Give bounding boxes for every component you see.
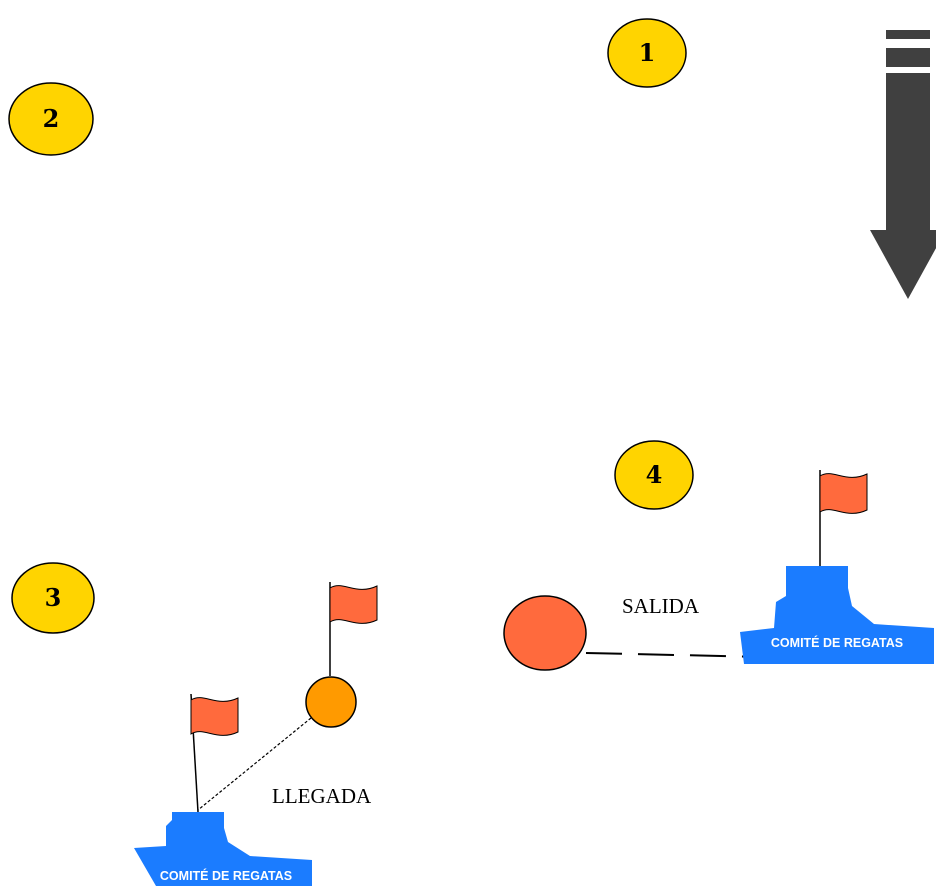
course-mark-2: 2	[8, 82, 94, 156]
start-line: SALIDA	[503, 594, 767, 671]
committee-boat-icon	[134, 812, 312, 886]
mark-3-label: 3	[45, 583, 62, 612]
committee-boat-finish: COMITÉ DE REGATAS	[134, 693, 312, 886]
course-mark-3: 3	[11, 562, 95, 634]
flag-icon	[329, 585, 378, 624]
flag-icon	[819, 473, 868, 514]
start-line-dash	[585, 652, 767, 658]
committee-boat-label: COMITÉ DE REGATAS	[160, 868, 292, 883]
finish-label: LLEGADA	[272, 784, 372, 808]
mark-4-label: 4	[646, 460, 663, 489]
flag-icon	[190, 697, 239, 736]
start-label: SALIDA	[622, 594, 700, 618]
mark-2-label: 2	[43, 104, 60, 133]
finish-line: LLEGADA	[197, 582, 378, 811]
committee-boat-icon	[740, 566, 934, 664]
committee-boat-start: COMITÉ DE REGATAS	[740, 470, 934, 664]
finish-buoy	[305, 676, 357, 728]
course-mark-4: 4	[614, 440, 694, 510]
course-mark-1: 1	[607, 18, 687, 88]
wind-direction-arrow-icon	[870, 30, 936, 299]
finish-line-dash	[197, 717, 312, 811]
committee-boat-label: COMITÉ DE REGATAS	[771, 635, 903, 650]
start-buoy	[503, 595, 587, 671]
mark-1-label: 1	[639, 38, 656, 67]
